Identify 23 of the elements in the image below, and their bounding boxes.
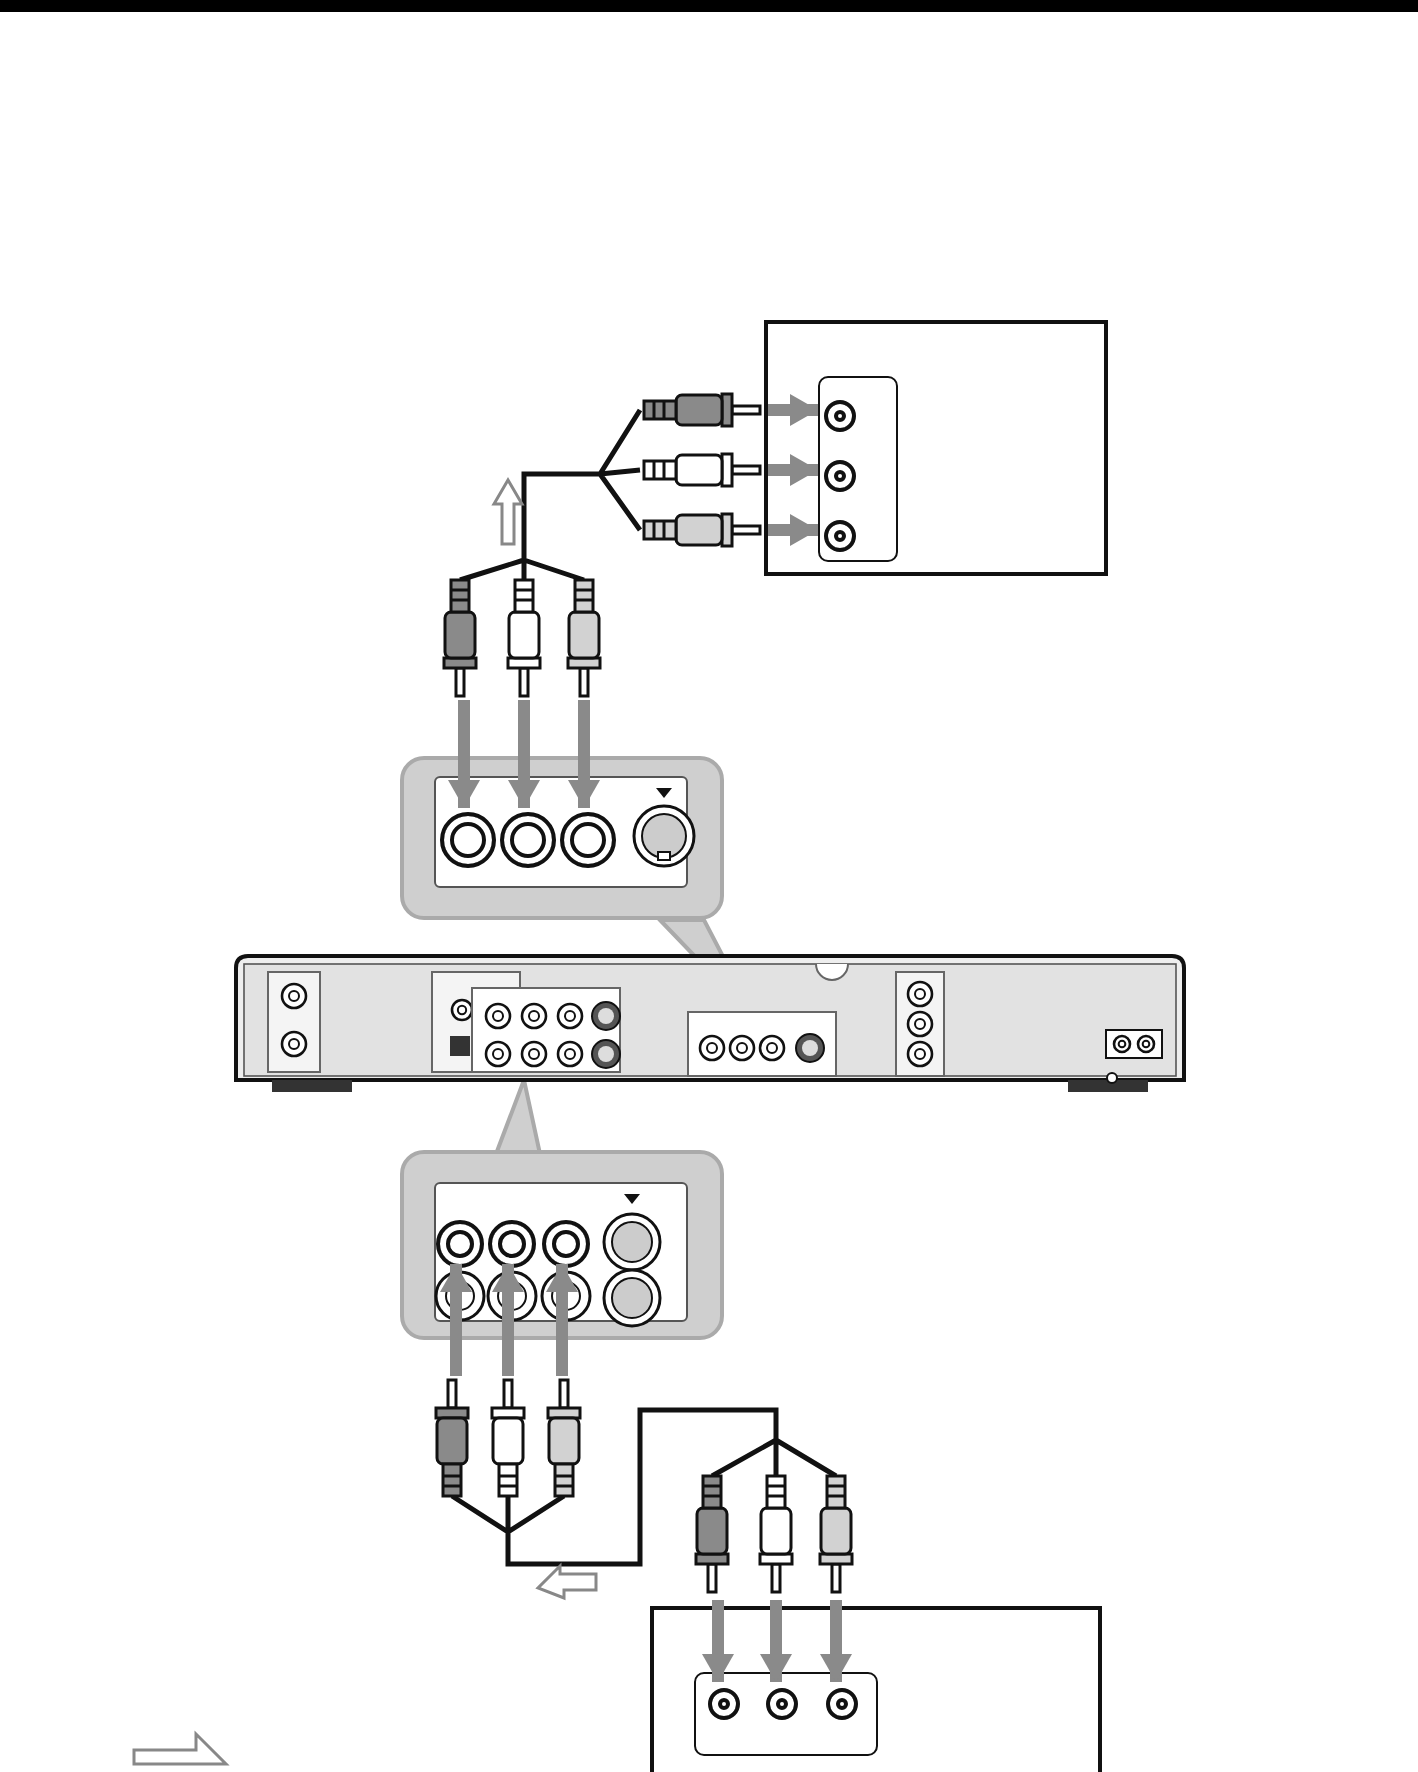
plug-arrow	[768, 514, 818, 546]
plug-arrow	[492, 1264, 524, 1376]
callout-panel	[400, 1150, 724, 1340]
plug-arrow	[768, 454, 818, 486]
plug-arrow	[568, 700, 600, 808]
plug-arrow	[546, 1264, 578, 1376]
plug-arrow	[702, 1600, 734, 1682]
plug-arrow	[448, 700, 480, 808]
jack-panel	[818, 376, 898, 562]
plug-arrow	[768, 394, 818, 426]
jack-socket	[824, 520, 856, 552]
jack-socket	[824, 460, 856, 492]
device-box	[764, 320, 1108, 576]
jack-socket	[826, 1688, 858, 1720]
jack-socket	[824, 400, 856, 432]
jack-socket	[766, 1688, 798, 1720]
jack-socket	[708, 1688, 740, 1720]
callout-panel	[400, 756, 724, 920]
device-box	[650, 1606, 1102, 1772]
jack-panel	[694, 1672, 878, 1756]
plug-arrow	[820, 1600, 852, 1682]
plug-arrow	[760, 1600, 792, 1682]
plug-arrow	[508, 700, 540, 808]
